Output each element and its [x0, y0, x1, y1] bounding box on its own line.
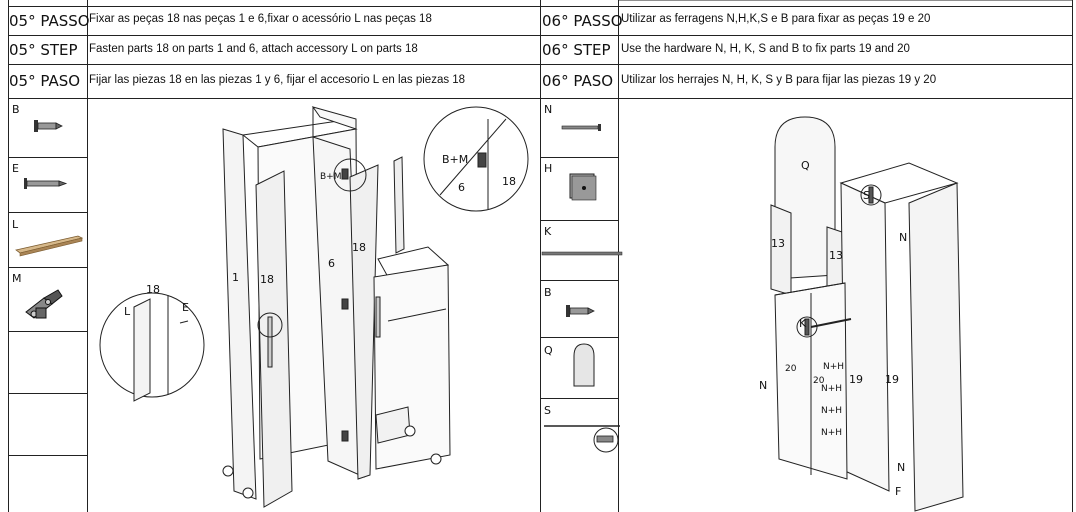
part-label-n-left: N	[759, 379, 767, 392]
part-label-18-right: 18	[352, 241, 366, 254]
step5-text-es: Fijar las piezas 18 en las piezas 1 y 6,…	[89, 74, 466, 86]
part-label-13b: 13	[829, 249, 843, 262]
hardware-letter-n: N	[544, 103, 553, 116]
detail-bm: B+M	[442, 153, 468, 166]
part-label-6: 6	[328, 257, 335, 270]
part-label-f: F	[895, 485, 901, 498]
hardware-letter-m: M	[12, 272, 22, 285]
detail-18b: 18	[146, 283, 160, 296]
hardware-letter-b-right: B	[544, 286, 552, 299]
hardware-letter-l: L	[12, 218, 19, 231]
step6-text-pt: Utilizar as ferragens N,H,K,S e B para f…	[621, 13, 931, 25]
screw-e-icon	[24, 178, 68, 189]
part-label-19b: 19	[885, 373, 899, 386]
step6-text-es: Utilizar los herrajes N, H, K, S y B par…	[621, 74, 937, 86]
step5-label-pt: 05° PASSO	[9, 12, 90, 30]
nail-n-icon	[561, 124, 601, 131]
hardware-letter-k: K	[544, 225, 552, 238]
screw-b-icon	[566, 305, 595, 317]
part-label-q: Q	[801, 159, 810, 172]
hardware-letter-h: H	[544, 162, 553, 175]
part-label-1: 1	[232, 271, 239, 284]
step5-label-en: 05° STEP	[9, 41, 78, 59]
part-label-13a: 13	[771, 237, 785, 250]
detail-e: E	[182, 301, 189, 314]
step6-label-en: 06° STEP	[542, 41, 611, 59]
part-label-s: S	[863, 189, 870, 202]
hardware-letter-b: B	[12, 103, 20, 116]
screw-b-icon	[34, 120, 63, 132]
part-label-n-top: N	[899, 231, 907, 244]
hinge-m-icon	[25, 289, 63, 319]
hardware-letter-e: E	[12, 162, 19, 175]
step5-label-es: 05° PASO	[9, 72, 81, 90]
bracket-s-icon	[544, 425, 620, 453]
rod-k-icon	[541, 251, 623, 256]
part-label-nh2: N+H	[821, 384, 842, 394]
hardware-letter-s: S	[544, 404, 551, 417]
part-label-n-bottom: N	[897, 461, 905, 474]
wood-rail-l-icon	[15, 235, 84, 257]
step5-assembly-diagram: 1 18 6 18 B+M B+M 6 18 L 18 E	[99, 106, 529, 508]
step5-text-pt: Fixar as peças 18 nas peças 1 e 6,fixar …	[89, 13, 432, 25]
mirror-q-icon	[573, 343, 595, 387]
detail-18: 18	[502, 175, 516, 188]
part-label-19a: 19	[849, 373, 863, 386]
step6-label-pt: 06° PASSO	[542, 12, 623, 30]
part-label-20a: 20	[785, 364, 797, 374]
step6-label-es: 06° PASO	[542, 72, 614, 90]
step5-text-en: Fasten parts 18 on parts 1 and 6, attach…	[89, 43, 418, 55]
step6-text-en: Use the hardware N, H, K, S and B to fix…	[621, 43, 910, 55]
detail-l: L	[124, 305, 131, 318]
hardware-letter-q: Q	[544, 344, 553, 357]
part-label-nh3: N+H	[821, 406, 842, 416]
part-label-18-left: 18	[260, 273, 274, 286]
part-label-nh4: N+H	[821, 428, 842, 438]
step6-assembly-diagram: Q S N 13 13 K 20 20 N N+H N+H N+H N+H 19…	[759, 116, 964, 512]
part-label-k: K	[799, 317, 807, 330]
part-label-nh1: N+H	[823, 362, 844, 372]
callout-bm: B+M	[320, 172, 341, 182]
part-label-20b: 20	[813, 376, 825, 386]
plate-h-icon	[569, 173, 597, 201]
detail-6: 6	[458, 181, 465, 194]
